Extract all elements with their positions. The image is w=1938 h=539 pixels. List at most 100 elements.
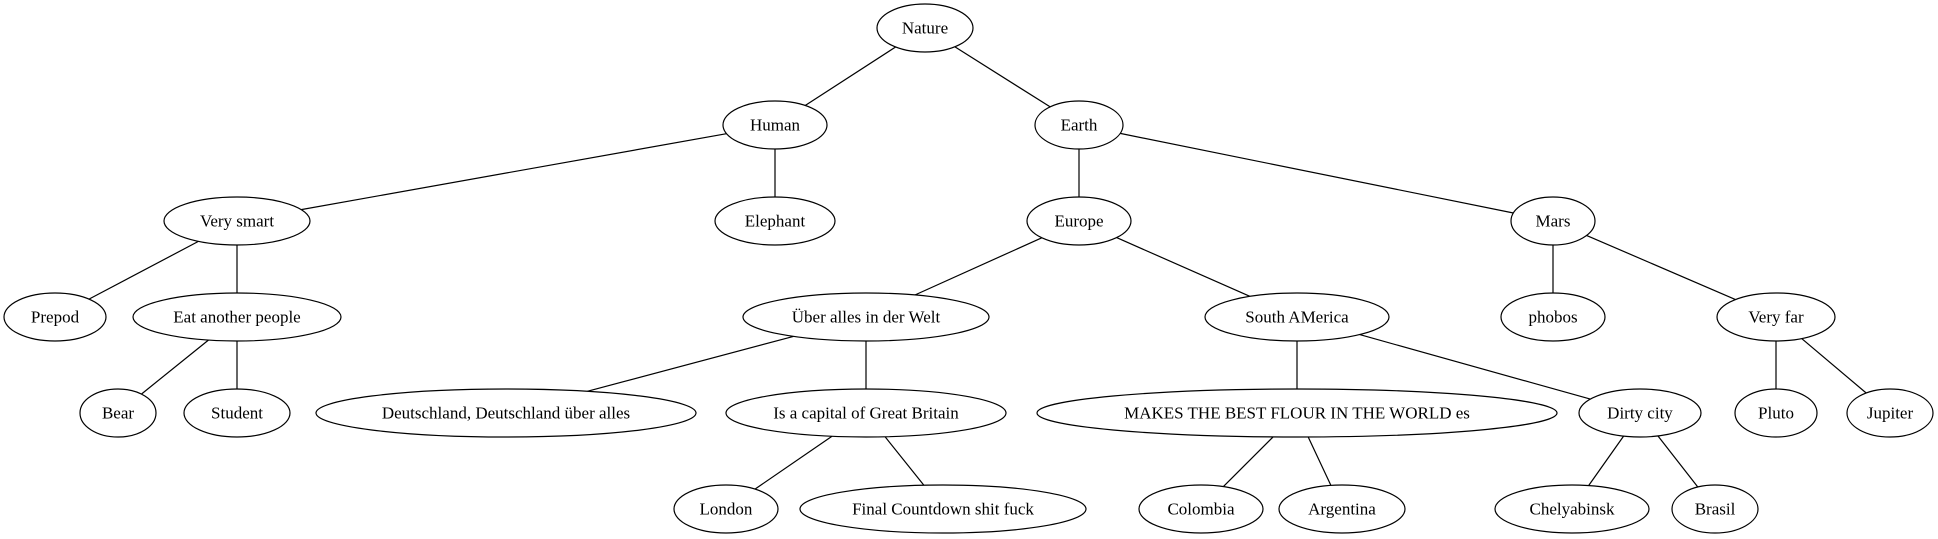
node-label: Is a capital of Great Britain: [773, 404, 959, 423]
node-label: Colombia: [1167, 500, 1235, 519]
node-label: Europe: [1054, 212, 1103, 231]
node-label: Eat another people: [173, 308, 300, 327]
edge-europe-to-south-america: [1116, 237, 1251, 297]
node-student: Student: [183, 388, 291, 438]
edge-layer: [88, 46, 1867, 490]
node-ellipse: [183, 388, 291, 438]
node-eat-another-people: Eat another people: [132, 292, 342, 342]
node-label: Mars: [1536, 212, 1571, 231]
node-ellipse: [163, 196, 311, 246]
edge-best-flour-to-colombia: [1222, 436, 1274, 488]
node-ellipse: [1578, 388, 1702, 438]
node-ellipse: [1494, 484, 1650, 534]
node-ellipse: [1846, 388, 1934, 438]
edge-very-smart-to-prepod: [88, 240, 199, 300]
node-prepod: Prepod: [3, 292, 107, 342]
node-label: MAKES THE BEST FLOUR IN THE WORLD es: [1124, 404, 1470, 423]
node-label: Brasil: [1695, 500, 1736, 519]
node-argentina: Argentina: [1278, 484, 1406, 534]
node-pluto: Pluto: [1734, 388, 1818, 438]
edge-mars-to-very-far: [1586, 234, 1736, 301]
edge-uber-alles-to-deutschland: [587, 335, 794, 392]
edge-europe-to-uber-alles: [914, 237, 1043, 296]
edge-capital-gb-to-london: [754, 435, 833, 490]
node-very-far: Very far: [1716, 292, 1836, 342]
node-label: Argentina: [1308, 500, 1376, 519]
node-label: Human: [750, 116, 801, 135]
edge-capital-gb-to-final-countdown: [884, 436, 925, 486]
node-label: South AMerica: [1245, 308, 1349, 327]
edge-dirty-city-to-brasil: [1657, 435, 1699, 488]
node-ellipse: [79, 388, 157, 438]
node-elephant: Elephant: [714, 196, 836, 246]
node-capital-gb: Is a capital of Great Britain: [725, 388, 1007, 438]
node-ellipse: [1036, 388, 1558, 438]
node-ellipse: [799, 484, 1087, 534]
node-mars: Mars: [1510, 196, 1596, 246]
node-ellipse: [725, 388, 1007, 438]
edge-eat-another-people-to-bear: [141, 339, 209, 395]
edge-south-america-to-dirty-city: [1359, 334, 1591, 400]
node-ellipse: [1026, 196, 1132, 246]
node-label: Very smart: [200, 212, 274, 231]
node-dirty-city: Dirty city: [1578, 388, 1702, 438]
node-bear: Bear: [79, 388, 157, 438]
node-ellipse: [1138, 484, 1264, 534]
edge-nature-to-human: [804, 46, 896, 107]
node-best-flour: MAKES THE BEST FLOUR IN THE WORLD es: [1036, 388, 1558, 438]
node-ellipse: [1716, 292, 1836, 342]
node-ellipse: [3, 292, 107, 342]
node-europe: Europe: [1026, 196, 1132, 246]
node-deutschland: Deutschland, Deutschland über alles: [315, 388, 697, 438]
node-ellipse: [876, 3, 974, 53]
node-ellipse: [742, 292, 990, 342]
node-label: Nature: [902, 19, 948, 38]
node-ellipse: [315, 388, 697, 438]
node-human: Human: [722, 100, 828, 150]
node-label: Chelyabinsk: [1530, 500, 1615, 519]
node-london: London: [673, 484, 779, 534]
node-label: Bear: [102, 404, 134, 423]
node-label: Jupiter: [1867, 404, 1914, 423]
node-ellipse: [1734, 388, 1818, 438]
node-final-countdown: Final Countdown shit fuck: [799, 484, 1087, 534]
node-label: Deutschland, Deutschland über alles: [382, 404, 630, 423]
node-uber-alles: Über alles in der Welt: [742, 292, 990, 342]
node-ellipse: [132, 292, 342, 342]
node-label: Über alles in der Welt: [792, 308, 941, 327]
node-label: Final Countdown shit fuck: [852, 500, 1034, 519]
node-label: Earth: [1061, 116, 1098, 135]
node-label: Student: [211, 404, 263, 423]
edge-human-to-very-smart: [301, 133, 727, 211]
node-ellipse: [714, 196, 836, 246]
node-label: Pluto: [1758, 404, 1794, 423]
node-ellipse: [722, 100, 828, 150]
edge-earth-to-mars: [1120, 132, 1514, 214]
node-label: London: [700, 500, 753, 519]
node-ellipse: [1034, 100, 1124, 150]
node-phobos: phobos: [1500, 292, 1606, 342]
node-south-america: South AMerica: [1204, 292, 1390, 342]
node-very-smart: Very smart: [163, 196, 311, 246]
node-jupiter: Jupiter: [1846, 388, 1934, 438]
node-chelyabinsk: Chelyabinsk: [1494, 484, 1650, 534]
edge-very-far-to-jupiter: [1801, 338, 1867, 394]
node-ellipse: [1500, 292, 1606, 342]
node-ellipse: [1671, 484, 1759, 534]
node-ellipse: [673, 484, 779, 534]
edge-dirty-city-to-chelyabinsk: [1588, 435, 1625, 486]
edge-best-flour-to-argentina: [1307, 436, 1332, 486]
node-label: Elephant: [745, 212, 806, 231]
node-ellipse: [1278, 484, 1406, 534]
node-brasil: Brasil: [1671, 484, 1759, 534]
edge-nature-to-earth: [954, 46, 1051, 108]
node-ellipse: [1510, 196, 1596, 246]
node-label: Dirty city: [1607, 404, 1673, 423]
node-colombia: Colombia: [1138, 484, 1264, 534]
node-nature: Nature: [876, 3, 974, 53]
node-label: Prepod: [31, 308, 80, 327]
node-label: phobos: [1528, 308, 1577, 327]
node-label: Very far: [1748, 308, 1804, 327]
